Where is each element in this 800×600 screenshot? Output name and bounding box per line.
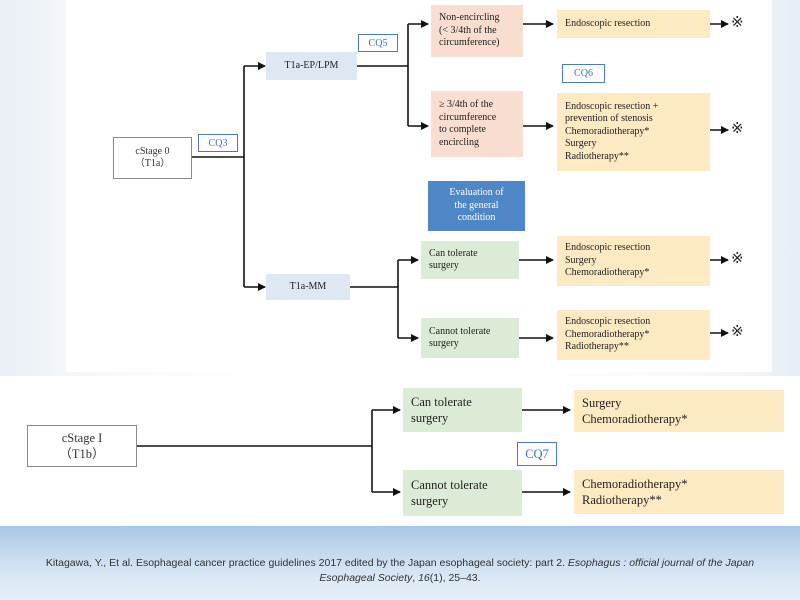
cq6-label: CQ6 [562, 64, 605, 83]
lower-can-options-box: Surgery Chemoradiotherapy* [574, 390, 784, 432]
citation-separator: , [412, 572, 419, 584]
t1a-ep-lpm-box: T1a-EP/LPM [266, 52, 357, 80]
lower-cannot-tolerate-box: Cannot tolerate surgery [403, 470, 522, 516]
reference-mark-1: ※ [731, 15, 744, 31]
lower-cannot-options-box: Chemoradiotherapy* Radiotherapy** [574, 470, 784, 514]
reference-mark-3: ※ [731, 251, 744, 267]
non-encircling-box: Non-encircling (< 3/4th of the circumfer… [431, 5, 523, 57]
citation-volume: 16 [418, 572, 430, 584]
cq5-label: CQ5 [358, 34, 398, 52]
footer-band [0, 526, 800, 600]
stenosis-treatment-box: Endoscopic resection + prevention of ste… [557, 93, 710, 171]
evaluation-box: Evaluation of the general condition [428, 181, 525, 231]
cstage1-box: cStage I （T1b） [27, 425, 137, 467]
reference-mark-2: ※ [731, 121, 744, 137]
cq7-label: CQ7 [517, 442, 557, 466]
citation: Kitagawa, Y., Et al. Esophageal cancer p… [30, 556, 770, 586]
endoscopic-resection-box: Endoscopic resection [557, 10, 710, 38]
cq3-label: CQ3 [198, 134, 238, 152]
reference-mark-4: ※ [731, 324, 744, 340]
three-quarter-box: ≥ 3/4th of the circumference to complete… [431, 91, 523, 157]
lower-can-tolerate-box: Can tolerate surgery [403, 388, 522, 432]
citation-pages: (1), 25–43. [429, 572, 481, 584]
t1a-mm-box: T1a-MM [266, 274, 350, 300]
citation-text: Kitagawa, Y., Et al. Esophageal cancer p… [45, 557, 568, 569]
can-tolerate-options-box: Endoscopic resection Surgery Chemoradiot… [557, 236, 710, 286]
cannot-tolerate-box: Cannot tolerate surgery [421, 318, 519, 358]
cannot-tolerate-options-box: Endoscopic resection Chemoradiotherapy* … [557, 310, 710, 360]
citation-journal: Esophagus : official journal of the Japa… [319, 557, 755, 584]
cstage0-box: cStage 0 （T1a） [113, 137, 192, 179]
can-tolerate-box: Can tolerate surgery [421, 241, 519, 279]
